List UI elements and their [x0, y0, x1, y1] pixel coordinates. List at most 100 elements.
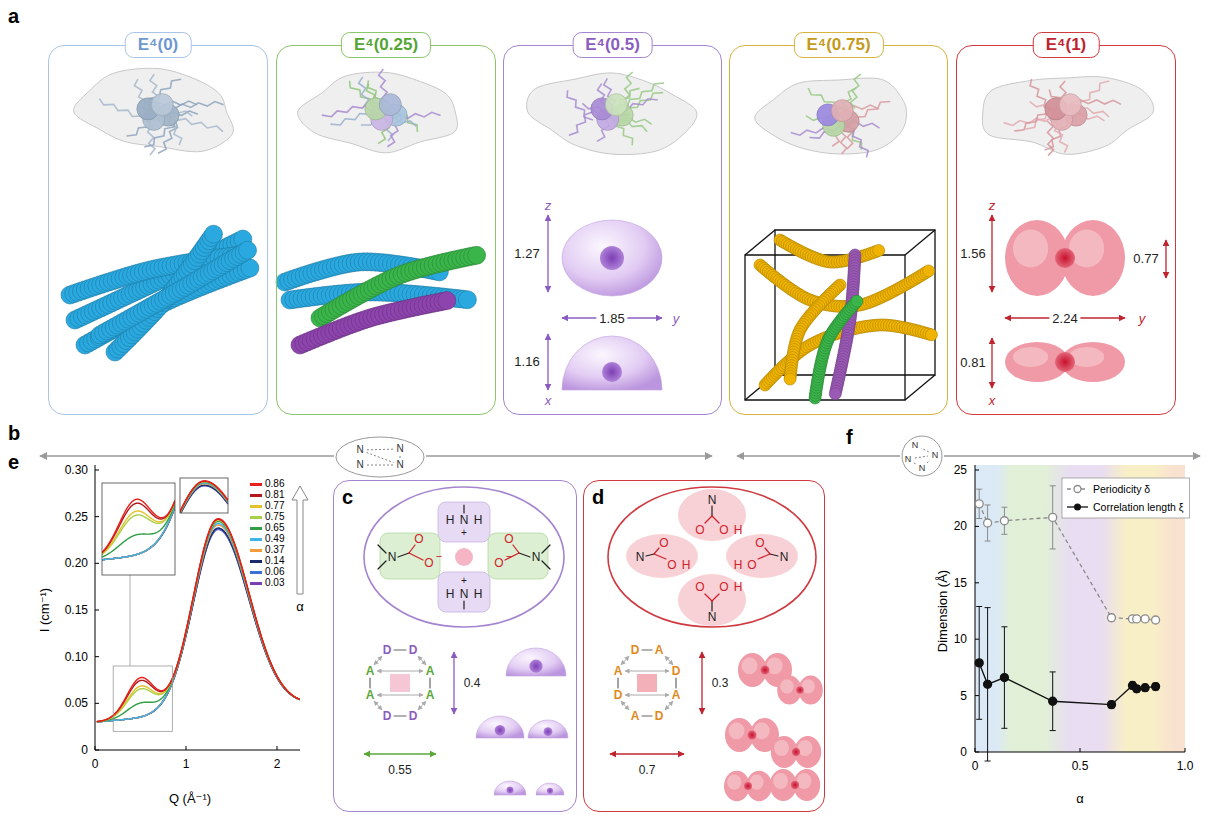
figure-line — [745, 230, 775, 255]
figure-path — [180, 482, 228, 512]
figure-ellipse — [750, 775, 764, 790]
bond-line — [675, 678, 676, 688]
contact-line — [367, 449, 393, 451]
molecule-surface — [527, 73, 697, 155]
legend-entry: 0.14 — [250, 556, 284, 566]
figure-path — [494, 781, 526, 795]
tick-label: 0 — [92, 758, 99, 770]
figure-circle — [468, 246, 486, 264]
alkyl-chain — [1014, 107, 1050, 131]
dimension-arrow — [701, 652, 702, 714]
figure-ellipse — [767, 657, 783, 674]
site-letter: A — [655, 644, 664, 656]
panel-heading: E⁴(0.25) — [341, 32, 431, 58]
atom-label: N — [460, 514, 469, 526]
molecule-surface — [74, 68, 234, 151]
figure-path — [506, 648, 566, 676]
figure-circle — [1074, 486, 1081, 493]
site-letter: A — [426, 665, 435, 677]
atom-sphere — [151, 94, 173, 116]
figure-line — [95, 746, 96, 750]
alkyl-chain — [567, 90, 593, 120]
dumbbell-aggregate — [777, 676, 823, 705]
simulation-box — [745, 230, 935, 400]
alkyl-chain — [850, 74, 860, 108]
axis-title: α — [296, 600, 304, 613]
atom-label: N — [356, 445, 363, 455]
figure-path — [476, 716, 524, 738]
legend-text: 0.77 — [265, 500, 284, 511]
legend-entry: 0.75 — [250, 512, 284, 522]
alkyl-chain — [322, 102, 368, 116]
atom-label: N — [532, 551, 541, 563]
dumbbell-aggregate — [1005, 342, 1125, 382]
trend-arrow — [40, 455, 334, 456]
dimension-arrow — [610, 753, 684, 754]
molecule-surface — [755, 78, 907, 154]
figure-path — [528, 720, 568, 738]
dimension-value: 1.27 — [514, 247, 539, 260]
hbond-arrow — [377, 695, 423, 696]
legend-text: Correlation length ξ — [1093, 501, 1184, 513]
axis-letter: x — [545, 394, 552, 407]
atom-label: O — [695, 524, 704, 536]
figure-circle — [1049, 513, 1057, 521]
figure-line — [976, 606, 982, 607]
legend-entry: 0.86 — [250, 479, 284, 489]
figure-line — [1001, 626, 1007, 627]
atom-label: O — [414, 533, 423, 545]
atom-label: H — [446, 514, 455, 526]
ion-pair-core — [455, 548, 473, 566]
dimension-arrow — [364, 753, 436, 754]
trend-arrow — [944, 455, 1200, 456]
figure-ellipse — [1013, 230, 1048, 268]
hbond-arrow — [374, 656, 382, 665]
legend-entry: Correlation length ξ — [1093, 502, 1184, 513]
correlation-series — [975, 606, 1159, 761]
atom-sphere — [831, 100, 853, 122]
tick-label: 1 — [183, 758, 190, 770]
bond-line — [642, 649, 652, 650]
bond-line — [378, 561, 386, 569]
figure-line — [1050, 548, 1056, 549]
figure-ellipse — [729, 722, 745, 739]
hbond-arrow — [418, 656, 426, 665]
hbond-arrow — [665, 656, 673, 665]
dimension-value: 0.4 — [464, 677, 481, 689]
atom-label: O — [659, 537, 668, 549]
figure-circle — [1108, 701, 1116, 709]
figure-line — [95, 656, 99, 657]
dumbbell-aggregate — [724, 771, 772, 801]
tube-chain — [829, 249, 861, 400]
dimension-value: 1.16 — [514, 355, 539, 368]
legend-text: 0.37 — [265, 544, 284, 555]
bond-line — [646, 554, 654, 556]
figure-line — [985, 504, 991, 505]
plot-axes — [95, 465, 300, 750]
dimension-arrow — [547, 334, 548, 390]
figure-circle — [1074, 504, 1081, 511]
panel-box: E⁴(0.75) — [729, 45, 948, 415]
site-letter: A — [614, 665, 623, 677]
figure-ellipse — [727, 775, 741, 790]
bond-line — [654, 554, 666, 559]
figure-line — [975, 470, 979, 471]
dimension-value: 0.77 — [1133, 252, 1158, 265]
figure-circle — [1000, 674, 1008, 682]
figure-path — [180, 481, 228, 511]
legend-swatch — [250, 582, 262, 585]
figure-line — [976, 489, 982, 490]
figure-line — [95, 563, 99, 564]
legend-text: 0.03 — [265, 577, 284, 588]
bond-line — [705, 594, 712, 601]
figure-line — [277, 746, 278, 750]
legend-text: 0.65 — [265, 522, 284, 533]
molecule-model — [755, 74, 907, 157]
figure-circle — [1152, 683, 1160, 691]
atom-label: N — [912, 441, 919, 450]
bond-line — [519, 553, 530, 557]
site-letter: D — [672, 665, 681, 677]
bond-line — [463, 505, 464, 513]
figure-line — [975, 695, 979, 696]
